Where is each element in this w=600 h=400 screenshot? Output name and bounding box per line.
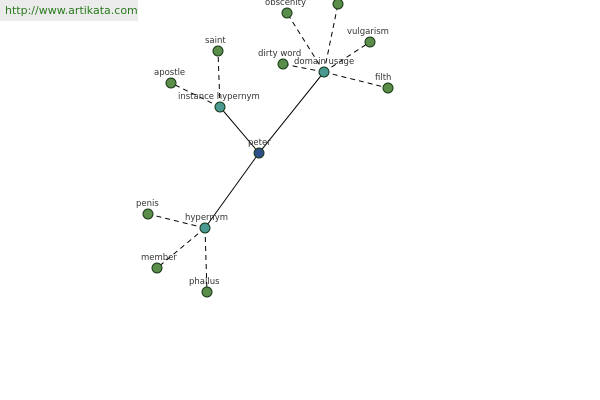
node-filth[interactable] [382, 82, 394, 94]
node-vulgarism[interactable] [364, 36, 376, 48]
node-obscenity[interactable] [281, 7, 293, 19]
edge-domain-usage-dirty-word [282, 63, 325, 73]
label-apostle: apostle [154, 68, 185, 78]
edge-peter-instance-hypernym [219, 106, 260, 154]
node-unlabeled-top[interactable] [332, 0, 344, 10]
edge-domain-usage-filth [323, 71, 389, 89]
edge-hypernym-penis [147, 213, 206, 229]
label-filth: filth [375, 73, 391, 83]
node-saint[interactable] [212, 45, 224, 57]
label-hypernym: hypernym [185, 213, 228, 223]
label-penis: penis [136, 199, 159, 209]
edge-peter-hypernym [204, 152, 260, 229]
node-peter[interactable] [253, 147, 265, 159]
edge-domain-usage-obscenity [286, 12, 325, 73]
label-vulgarism: vulgarism [347, 27, 389, 37]
node-dirty-word[interactable] [277, 58, 289, 70]
edge-hypernym-phallus [204, 227, 208, 293]
edge-instance-hypernym-apostle [170, 82, 221, 108]
edge-peter-domain-usage [258, 71, 325, 154]
node-member[interactable] [151, 262, 163, 274]
edge-instance-hypernym-saint [217, 50, 221, 108]
label-instance-hypernym: instance hypernym [178, 92, 260, 102]
label-saint: saint [205, 36, 226, 46]
node-penis[interactable] [142, 208, 154, 220]
edge-domain-usage-unlabeled-top [323, 3, 339, 73]
node-apostle[interactable] [165, 77, 177, 89]
label-domain-usage: domain usage [294, 57, 354, 67]
label-dirty-word: dirty word [258, 49, 301, 59]
label-obscenity: obscenity [265, 0, 306, 8]
node-instance-hypernym[interactable] [214, 101, 226, 113]
label-peter: peter [248, 138, 271, 148]
node-phallus[interactable] [201, 286, 213, 298]
node-hypernym[interactable] [199, 222, 211, 234]
label-phallus: phallus [189, 277, 220, 287]
edge-domain-usage-vulgarism [323, 41, 371, 73]
source-link[interactable]: http://www.artikata.com [0, 0, 138, 21]
edge-hypernym-member [156, 227, 206, 269]
label-member: member [141, 253, 177, 263]
node-domain-usage[interactable] [318, 66, 330, 78]
